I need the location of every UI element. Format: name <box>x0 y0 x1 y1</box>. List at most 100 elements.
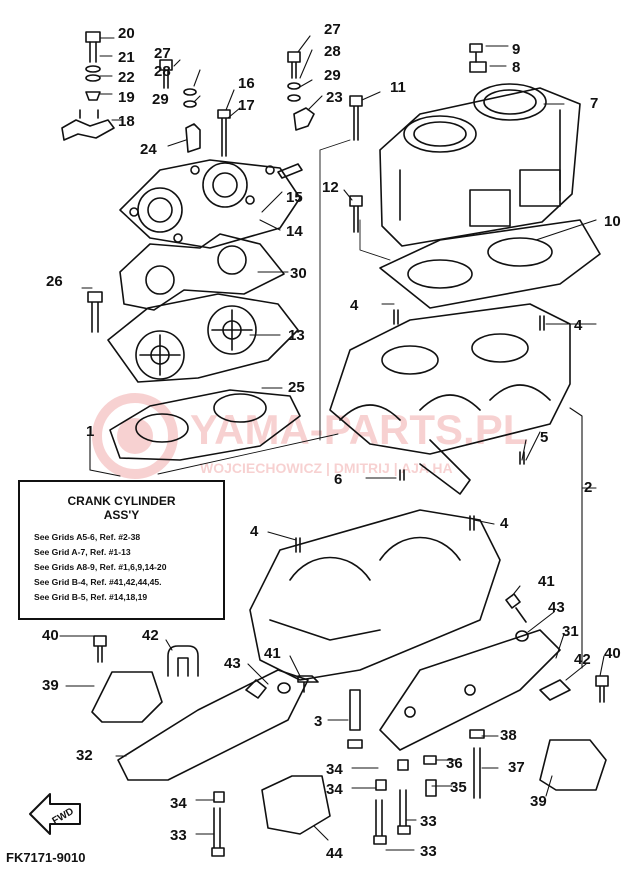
callout-27-right: 27 <box>324 21 341 38</box>
callout-11: 11 <box>390 79 406 96</box>
callout-19: 19 <box>118 89 135 106</box>
callout-42-right: 42 <box>574 651 591 668</box>
callout-34-top: 34 <box>326 761 343 778</box>
gasket-10 <box>379 219 601 309</box>
bolt-11 <box>349 95 363 141</box>
dowel-6 <box>399 469 405 481</box>
fitting-15 <box>277 163 303 179</box>
dowel-4-a <box>393 309 399 325</box>
gasket-25-bore-b <box>213 393 267 423</box>
bolt-33-left <box>211 807 225 857</box>
bracket-hole-2 <box>464 684 476 696</box>
washer-28-left <box>183 88 197 96</box>
callout-3: 3 <box>314 713 323 730</box>
watermark: YAMA-PARTS.PL WOJCIECHOWICZ | DMITRIJ | … <box>80 388 580 488</box>
watermark-brand: YAMA-PARTS.PL <box>190 406 529 453</box>
collar-19 <box>85 91 101 101</box>
callout-34-left: 34 <box>170 795 187 812</box>
callout-4-a: 4 <box>350 297 359 314</box>
callout-4-b: 4 <box>574 317 583 334</box>
clip-42-right <box>539 679 571 701</box>
screw-9 <box>469 43 483 63</box>
watermark-logo <box>92 393 178 479</box>
callout-4-c: 4 <box>250 523 259 540</box>
info-box-line-4: See Grid B-4, Ref. #41,42,44,45. <box>34 577 162 587</box>
info-box-line-5: See Grid B-5, Ref. #14,18,19 <box>34 592 148 602</box>
callout-16: 16 <box>238 75 255 92</box>
callout-33-mid: 33 <box>420 813 437 830</box>
clamp-24 <box>185 123 201 153</box>
seal-5 <box>519 451 525 465</box>
dowel-4-d <box>469 515 475 531</box>
callout-5: 5 <box>540 429 549 446</box>
callout-2: 2 <box>584 479 593 496</box>
upper-crankcase <box>329 303 571 495</box>
rubber-mount-39-left <box>91 671 163 723</box>
callout-13: 13 <box>288 327 305 344</box>
bolt-3 <box>347 689 363 749</box>
gasket-25-bore-a <box>135 413 189 443</box>
washer-43-left <box>277 682 291 694</box>
washer-38 <box>469 729 485 739</box>
washer-34-left <box>213 791 225 803</box>
info-box-title-line-2: ASS'Y <box>103 508 140 522</box>
callout-35: 35 <box>450 779 467 796</box>
callout-23: 23 <box>326 89 343 106</box>
callout-17: 17 <box>238 97 255 114</box>
bolt-20 <box>85 31 101 63</box>
clip-42-left <box>167 645 199 677</box>
bolt-27-right <box>287 51 301 79</box>
stud-37 <box>473 747 481 799</box>
callout-40-right: 40 <box>604 645 621 662</box>
callout-33-left: 33 <box>170 827 187 844</box>
washer-43-right <box>515 630 529 642</box>
callout-12: 12 <box>322 179 339 196</box>
callout-14: 14 <box>286 223 303 240</box>
forward-arrow-icon <box>29 793 81 835</box>
mount-bracket-32-tab <box>245 679 267 699</box>
bolt-40-right <box>595 675 609 703</box>
callout-9: 9 <box>512 41 521 58</box>
mount-bracket-32 <box>117 669 309 781</box>
callout-24: 24 <box>140 141 157 158</box>
figure-code: FK7171-9010 <box>6 850 86 865</box>
bolt-33-mid <box>397 789 411 835</box>
callout-20: 20 <box>118 25 135 42</box>
cylinder-head-13 <box>107 293 299 383</box>
callout-41-left: 41 <box>264 645 281 662</box>
info-box-line-3: See Grids A8-9, Ref. #1,6,9,14-20 <box>34 562 167 572</box>
bolt-27-left <box>159 59 173 89</box>
callout-36: 36 <box>446 755 463 772</box>
callout-44: 44 <box>326 845 343 862</box>
callout-30: 30 <box>290 265 307 282</box>
bolt-12 <box>349 195 363 233</box>
callout-15: 15 <box>286 189 303 206</box>
info-box-line-1: See Grids A5-6, Ref. #2-38 <box>34 532 141 542</box>
plug-16 <box>217 109 231 157</box>
head-cover-14 <box>119 159 301 249</box>
lower-crankcase <box>249 509 501 681</box>
watermark-sub: WOJCIECHOWICZ | DMITRIJ | AJA HA <box>200 460 453 476</box>
callout-18: 18 <box>118 113 135 130</box>
callout-38: 38 <box>500 727 517 744</box>
callout-29-right: 29 <box>324 67 341 84</box>
assembly-lines <box>157 139 391 475</box>
gasket-30 <box>119 233 285 311</box>
callout-7: 7 <box>590 95 599 112</box>
washer-29-right <box>287 94 301 102</box>
callout-10: 10 <box>604 213 621 230</box>
leader-lines <box>59 35 605 851</box>
info-box-title-line-1: CRANK CYLINDER <box>67 494 176 508</box>
callout-40-left: 40 <box>42 627 59 644</box>
washer-28-right <box>287 82 301 90</box>
gasket-10-bore-b <box>487 237 553 267</box>
washer-34-mid <box>375 779 387 791</box>
bracket-hole-1 <box>404 706 416 718</box>
washer-36 <box>423 755 437 765</box>
callout-43-left: 43 <box>224 655 241 672</box>
callout-27-left: 27 <box>154 45 171 62</box>
bolt-26 <box>87 291 103 333</box>
callout-33-bottom: 33 <box>420 843 437 860</box>
bolt-41-right <box>505 593 527 623</box>
